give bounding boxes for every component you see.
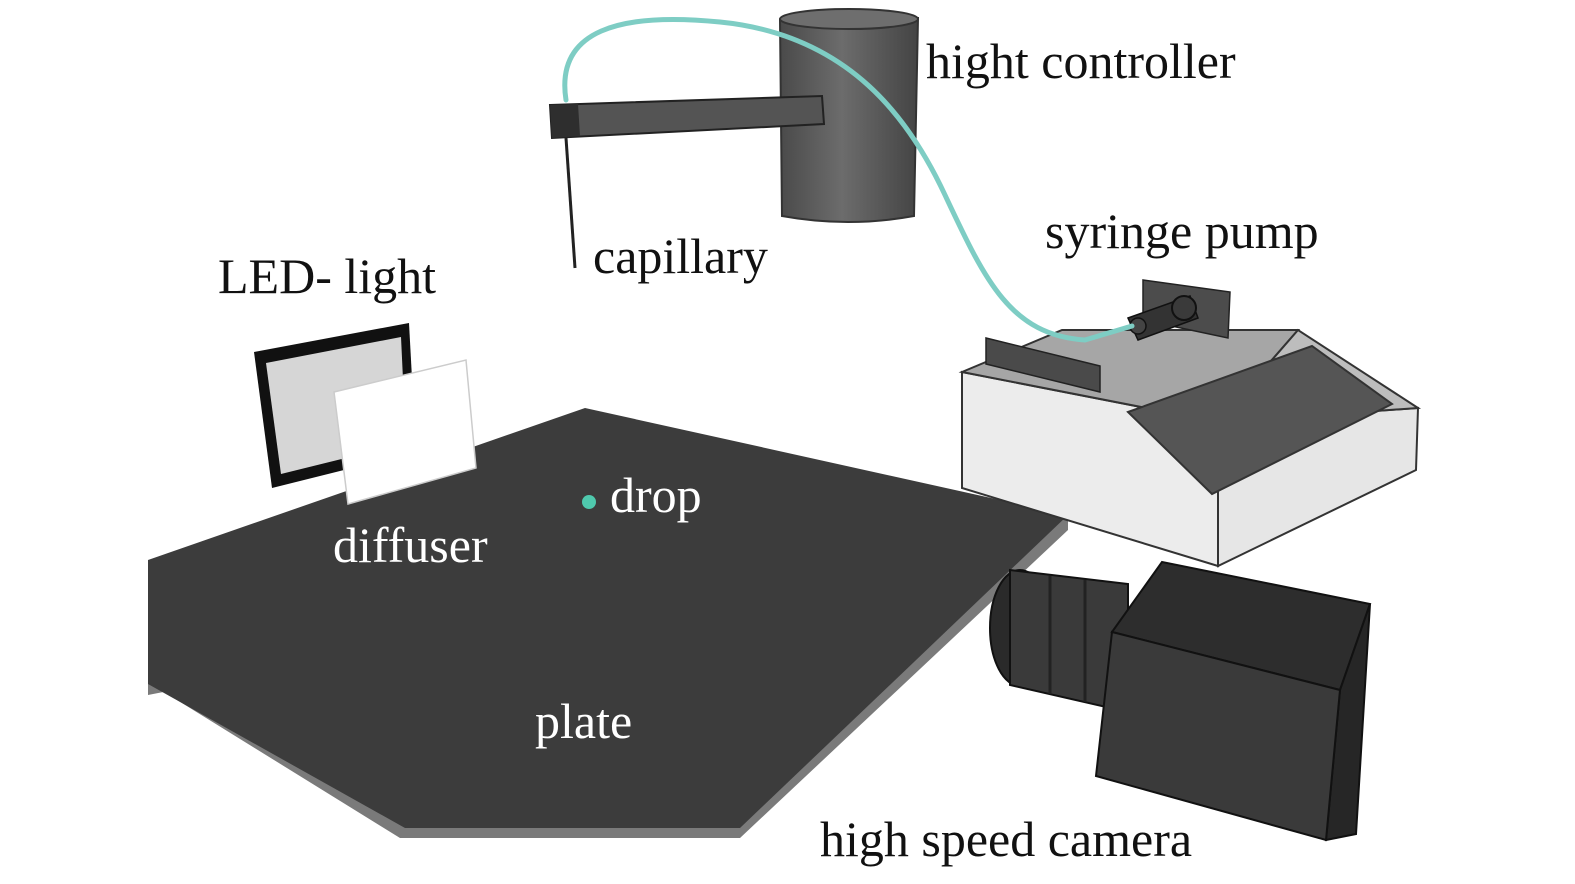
- controller-cylinder-top: [779, 8, 919, 30]
- label-led-light: LED- light: [218, 248, 436, 304]
- label-plate: plate: [535, 693, 632, 749]
- camera-body: [1094, 630, 1342, 842]
- label-height-controller: hight controller: [926, 33, 1236, 89]
- height-controller: [548, 8, 920, 223]
- syringe-pump: [958, 279, 1422, 568]
- controller-arm-end: [550, 104, 580, 138]
- controller-cylinder: [778, 16, 920, 223]
- drop-dot: [582, 495, 596, 509]
- label-syringe-pump: syringe pump: [1045, 203, 1319, 259]
- controller-arm: [548, 94, 826, 140]
- diffuser: [333, 359, 477, 505]
- plate: [148, 408, 1068, 838]
- diffuser-sheet: [333, 359, 477, 505]
- capillary-needle: [564, 137, 577, 269]
- label-capillary: capillary: [593, 228, 768, 284]
- pump-screen: [1126, 344, 1394, 496]
- syringe-plunger: [1171, 295, 1197, 321]
- label-high-speed-camera: high speed camera: [820, 811, 1192, 867]
- pump-holder-left: [985, 337, 1101, 393]
- tube: [562, 16, 1135, 343]
- label-diffuser: diffuser: [333, 517, 488, 573]
- high-speed-camera: [989, 560, 1372, 842]
- label-drop: drop: [610, 467, 702, 523]
- plate-top: [148, 408, 1068, 828]
